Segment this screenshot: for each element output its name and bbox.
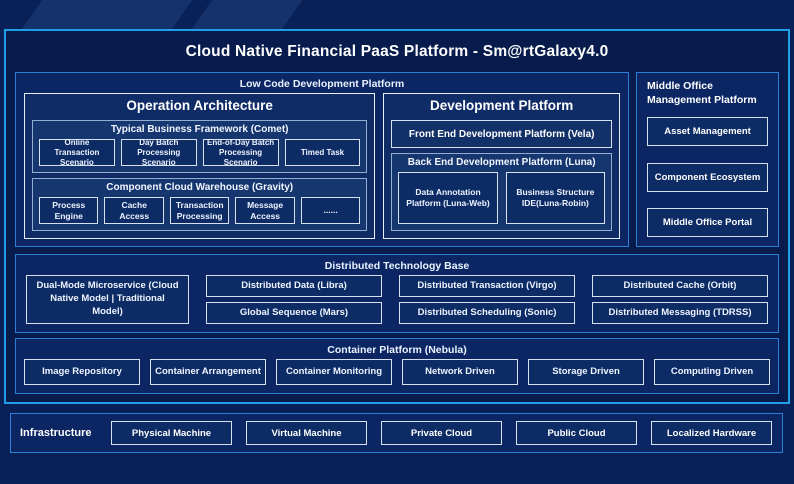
infrastructure-label: Infrastructure bbox=[20, 427, 92, 439]
operation-architecture-box: Operation Architecture Typical Business … bbox=[24, 93, 376, 239]
platform-panel: Cloud Native Financial PaaS Platform - S… bbox=[4, 29, 790, 404]
middle-office-items: Asset Management Component Ecosystem Mid… bbox=[647, 117, 768, 237]
item-middle-office-portal: Middle Office Portal bbox=[647, 208, 768, 237]
back-end-items: Data Annotation Platform (Luna-Web) Busi… bbox=[398, 172, 606, 224]
container-platform-section: Container Platform (Nebula) Image Reposi… bbox=[15, 338, 779, 394]
item-data-annotation-platform: Data Annotation Platform (Luna-Web) bbox=[398, 172, 498, 224]
low-code-development-platform-section: Low Code Development Platform Operation … bbox=[15, 72, 629, 247]
container-platform-items: Image Repository Container Arrangement C… bbox=[24, 359, 770, 385]
item-end-of-day-batch-processing-scenario: End-of-Day Batch Processing Scenario bbox=[202, 138, 279, 167]
development-platform-box: Development Platform Front End Developme… bbox=[383, 93, 620, 239]
operation-architecture-title: Operation Architecture bbox=[126, 98, 273, 113]
component-cloud-warehouse-title: Component Cloud Warehouse (Gravity) bbox=[106, 182, 294, 193]
item-online-transaction-scenario: Online Transaction Scenario bbox=[39, 138, 115, 167]
item-cache-access: Cache Access bbox=[104, 197, 164, 224]
item-global-sequence-mars: Global Sequence (Mars) bbox=[206, 302, 382, 324]
item-process-engine: Process Engine bbox=[39, 197, 99, 224]
typical-business-items: Online Transaction Scenario Day Batch Pr… bbox=[39, 138, 361, 167]
item-image-repository: Image Repository bbox=[24, 359, 140, 385]
back-end-development-platform-title: Back End Development Platform (Luna) bbox=[407, 157, 596, 168]
item-container-arrangement: Container Arrangement bbox=[150, 359, 266, 385]
item-container-monitoring: Container Monitoring bbox=[276, 359, 392, 385]
item-transaction-processing: Transaction Processing bbox=[169, 197, 230, 224]
item-distributed-data-libra: Distributed Data (Libra) bbox=[206, 275, 382, 297]
item-business-structure-ide: Business Structure IDE(Luna-Robin) bbox=[505, 172, 606, 224]
item-network-driven: Network Driven bbox=[402, 359, 518, 385]
item-asset-management: Asset Management bbox=[647, 117, 768, 147]
item-private-cloud: Private Cloud bbox=[381, 421, 502, 445]
low-code-section-header: Low Code Development Platform bbox=[239, 78, 405, 90]
item-dual-mode-microservice: Dual-Mode Microservice (Cloud Native Mod… bbox=[26, 275, 189, 324]
item-computing-driven: Computing Driven bbox=[654, 359, 770, 385]
distributed-technology-base-section: Distributed Technology Base Dual-Mode Mi… bbox=[15, 254, 779, 333]
component-cloud-warehouse-box: Component Cloud Warehouse (Gravity) Proc… bbox=[32, 178, 368, 231]
item-timed-task: Timed Task bbox=[284, 139, 361, 166]
middle-office-header: Middle Office Management Platform bbox=[647, 80, 757, 106]
item-virtual-machine: Virtual Machine bbox=[246, 421, 367, 445]
item-physical-machine: Physical Machine bbox=[111, 421, 232, 445]
back-end-development-platform-box: Back End Development Platform (Luna) Dat… bbox=[391, 153, 612, 231]
item-localized-hardware: Localized Hardware bbox=[651, 421, 772, 445]
page-title: Cloud Native Financial PaaS Platform - S… bbox=[185, 42, 609, 60]
typical-business-framework-box: Typical Business Framework (Comet) Onlin… bbox=[32, 120, 368, 173]
item-day-batch-processing-scenario: Day Batch Processing Scenario bbox=[120, 138, 197, 167]
item-component-ecosystem: Component Ecosystem bbox=[647, 162, 768, 192]
typical-business-framework-title: Typical Business Framework (Comet) bbox=[110, 124, 289, 135]
item-distributed-cache-orbit: Distributed Cache (Orbit) bbox=[592, 275, 768, 297]
container-platform-header: Container Platform (Nebula) bbox=[327, 344, 467, 356]
distributed-section-header: Distributed Technology Base bbox=[324, 260, 470, 272]
middle-office-management-platform-section: Middle Office Management Platform Asset … bbox=[636, 72, 779, 247]
component-cloud-items: Process Engine Cache Access Transaction … bbox=[39, 197, 361, 224]
front-end-development-platform-box: Front End Development Platform (Vela) bbox=[391, 120, 612, 148]
item-public-cloud: Public Cloud bbox=[516, 421, 637, 445]
low-code-content: Operation Architecture Typical Business … bbox=[24, 93, 620, 239]
top-row: Low Code Development Platform Operation … bbox=[15, 72, 779, 247]
item-message-access: Message Access bbox=[235, 197, 295, 224]
item-more-components: ...... bbox=[300, 197, 361, 224]
item-distributed-messaging-tdrss: Distributed Messaging (TDRSS) bbox=[592, 302, 768, 324]
development-platform-title: Development Platform bbox=[430, 98, 574, 113]
distributed-items: Dual-Mode Microservice (Cloud Native Mod… bbox=[26, 275, 768, 324]
item-storage-driven: Storage Driven bbox=[528, 359, 644, 385]
infrastructure-section: Infrastructure Physical Machine Virtual … bbox=[10, 413, 783, 453]
item-distributed-scheduling-sonic: Distributed Scheduling (Sonic) bbox=[399, 302, 575, 324]
item-distributed-transaction-virgo: Distributed Transaction (Virgo) bbox=[399, 275, 575, 297]
